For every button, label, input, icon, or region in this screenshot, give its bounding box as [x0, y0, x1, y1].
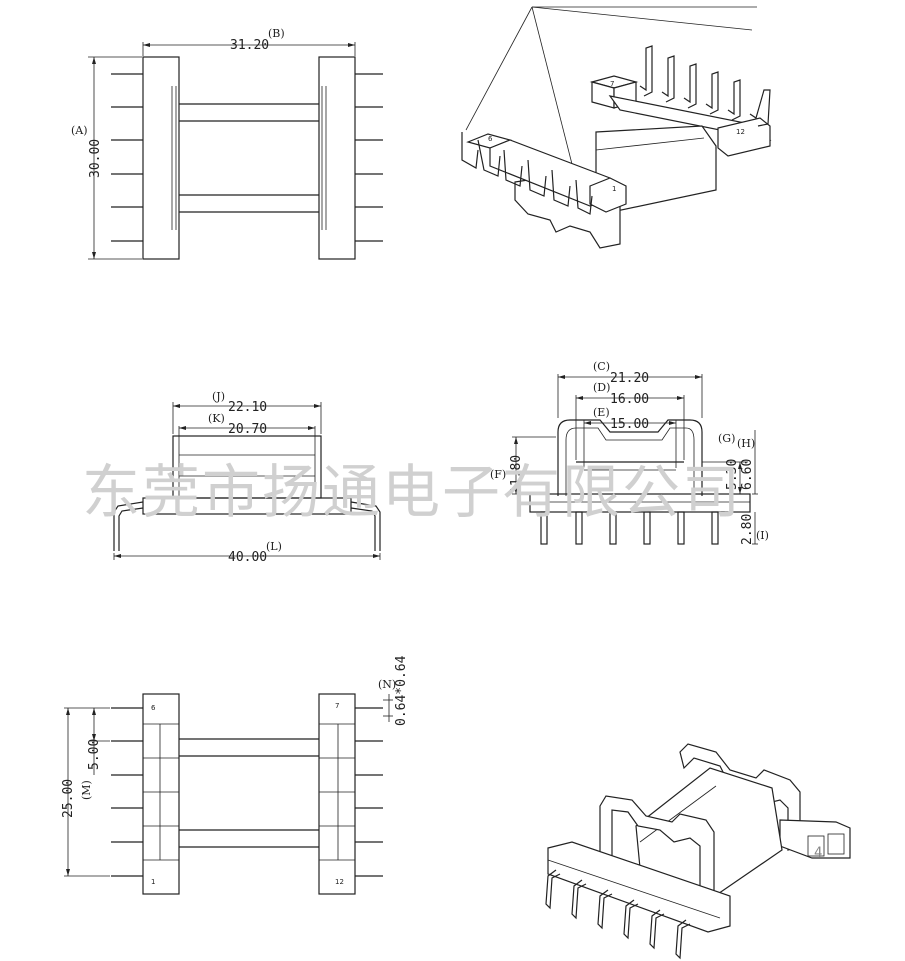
side-view-pins: [540, 511, 719, 545]
company-watermark: 东莞市扬通电子有限公司: [82, 458, 742, 526]
dim-n-value: 0.64*0.64: [394, 655, 409, 726]
dim-l-tag: (L): [266, 540, 282, 553]
bottom-pin-label-7: 7: [335, 702, 339, 710]
dim-a-tag: (A): [71, 124, 88, 137]
top-view: 31.20 (B) 30.00 (A): [71, 27, 383, 260]
bottom-view-right-flange: [318, 693, 356, 895]
dim-d-value: 16.00: [610, 392, 649, 407]
bottom-view-pins: [111, 707, 383, 877]
bottom-pin-label-12: 12: [335, 878, 344, 886]
dim-m-value: 5.00: [87, 739, 102, 770]
dim-b-value: 31.20: [230, 38, 269, 53]
dim-a-value: 30.00: [88, 139, 103, 178]
dim-e-tag: (E): [593, 406, 610, 419]
dim-k-value: 20.70: [228, 422, 267, 437]
iso-pin-label-7: 7: [610, 80, 614, 88]
dim-c-value: 21.20: [610, 371, 649, 386]
dim-f-value: 11.80: [509, 455, 524, 494]
bottom-view-left-flange: [142, 693, 180, 895]
top-view-left-flange: [142, 56, 180, 260]
side-view-frame: [557, 419, 703, 496]
iso-mark-4: 4: [814, 845, 822, 861]
dim-e-value: 15.00: [610, 417, 649, 432]
dim-l-value: 40.00: [228, 550, 267, 565]
dim-m-tag: (M): [80, 780, 93, 800]
dim-h-tag: (H): [737, 437, 755, 450]
iso-pin-label-6: 6: [488, 135, 493, 143]
isometric-top-view: 6 7 1 12: [461, 6, 772, 249]
top-view-right-flange: [318, 56, 356, 260]
bottom-pin-label-1: 1: [151, 878, 155, 886]
dim-b-tag: (B): [268, 27, 285, 40]
dim-k-tag: (K): [208, 412, 225, 425]
dim-i-value: 2.80: [740, 514, 755, 545]
side-view: 21.20 (C) 16.00 (D) 15.00 (E) 11.80 (F): [490, 360, 769, 545]
dim-f-tag: (F): [490, 468, 506, 481]
dim-d-tag: (D): [593, 381, 610, 394]
bottom-view: 6 7 1 12 25.00 5.00 (M) 0.64*0.64 (N): [61, 655, 409, 895]
bottom-pin-label-6: 6: [151, 704, 156, 712]
iso-pin-label-12: 12: [736, 128, 745, 136]
dim-i-tag: (I): [756, 529, 769, 542]
dim-c-tag: (C): [593, 360, 610, 373]
front-view: 22.10 (J) 20.70 (K) 40.00 (L): [113, 390, 381, 565]
isometric-bottom-view: 4: [545, 743, 851, 960]
dim-j-tag: (J): [212, 390, 225, 403]
iso-pin-label-1: 1: [612, 185, 616, 193]
dim-n-tag: (N): [378, 678, 396, 691]
dim-h-value: 6.60: [740, 459, 755, 490]
dim-span-value: 25.00: [61, 779, 76, 818]
dim-g-tag: (G): [718, 432, 735, 445]
dim-g-value: 5.30: [725, 459, 740, 490]
top-view-pins: [111, 73, 383, 242]
dim-j-value: 22.10: [228, 400, 267, 415]
